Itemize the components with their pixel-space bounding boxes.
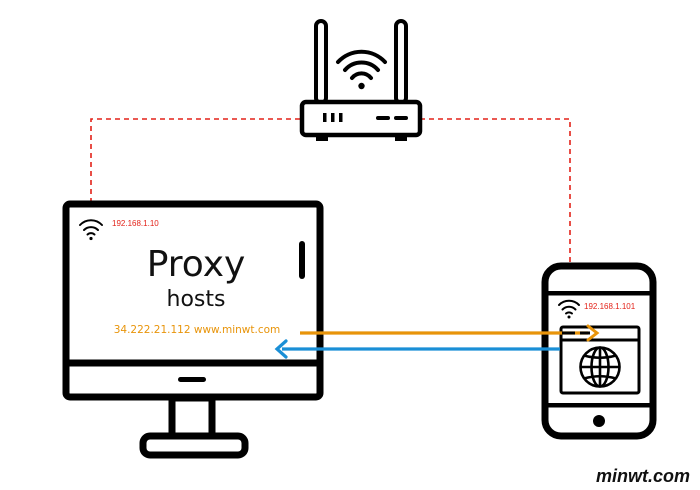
response-arrow	[274, 339, 560, 359]
computer-wifi-icon	[79, 219, 103, 241]
watermark-text: minwt.com	[596, 466, 690, 486]
router-antenna-right	[394, 19, 408, 105]
router-wifi-signal-icon	[336, 49, 387, 90]
hosts-subtitle: hosts	[167, 287, 226, 312]
request-arrow	[300, 324, 600, 342]
desktop-monitor-icon	[62, 200, 324, 459]
hosts-entry: 34.222.21.112 www.minwt.com	[114, 324, 281, 336]
globe-icon	[579, 346, 621, 388]
router-antenna-left	[314, 19, 328, 105]
link-router-to-computer	[90, 118, 300, 207]
proxy-title: Proxy	[147, 244, 246, 285]
wifi-router-icon	[299, 19, 423, 141]
network-links	[90, 118, 571, 290]
router-body	[299, 99, 423, 138]
watermark: minwt.com	[594, 465, 691, 488]
phone-wifi-icon	[558, 299, 580, 319]
monitor-base	[139, 432, 249, 459]
phone-home-button	[593, 415, 605, 427]
computer-ip-label: 192.168.1.10	[112, 219, 159, 228]
phone-ip-label: 192.168.1.101	[584, 302, 636, 311]
link-router-to-phone	[420, 118, 571, 290]
